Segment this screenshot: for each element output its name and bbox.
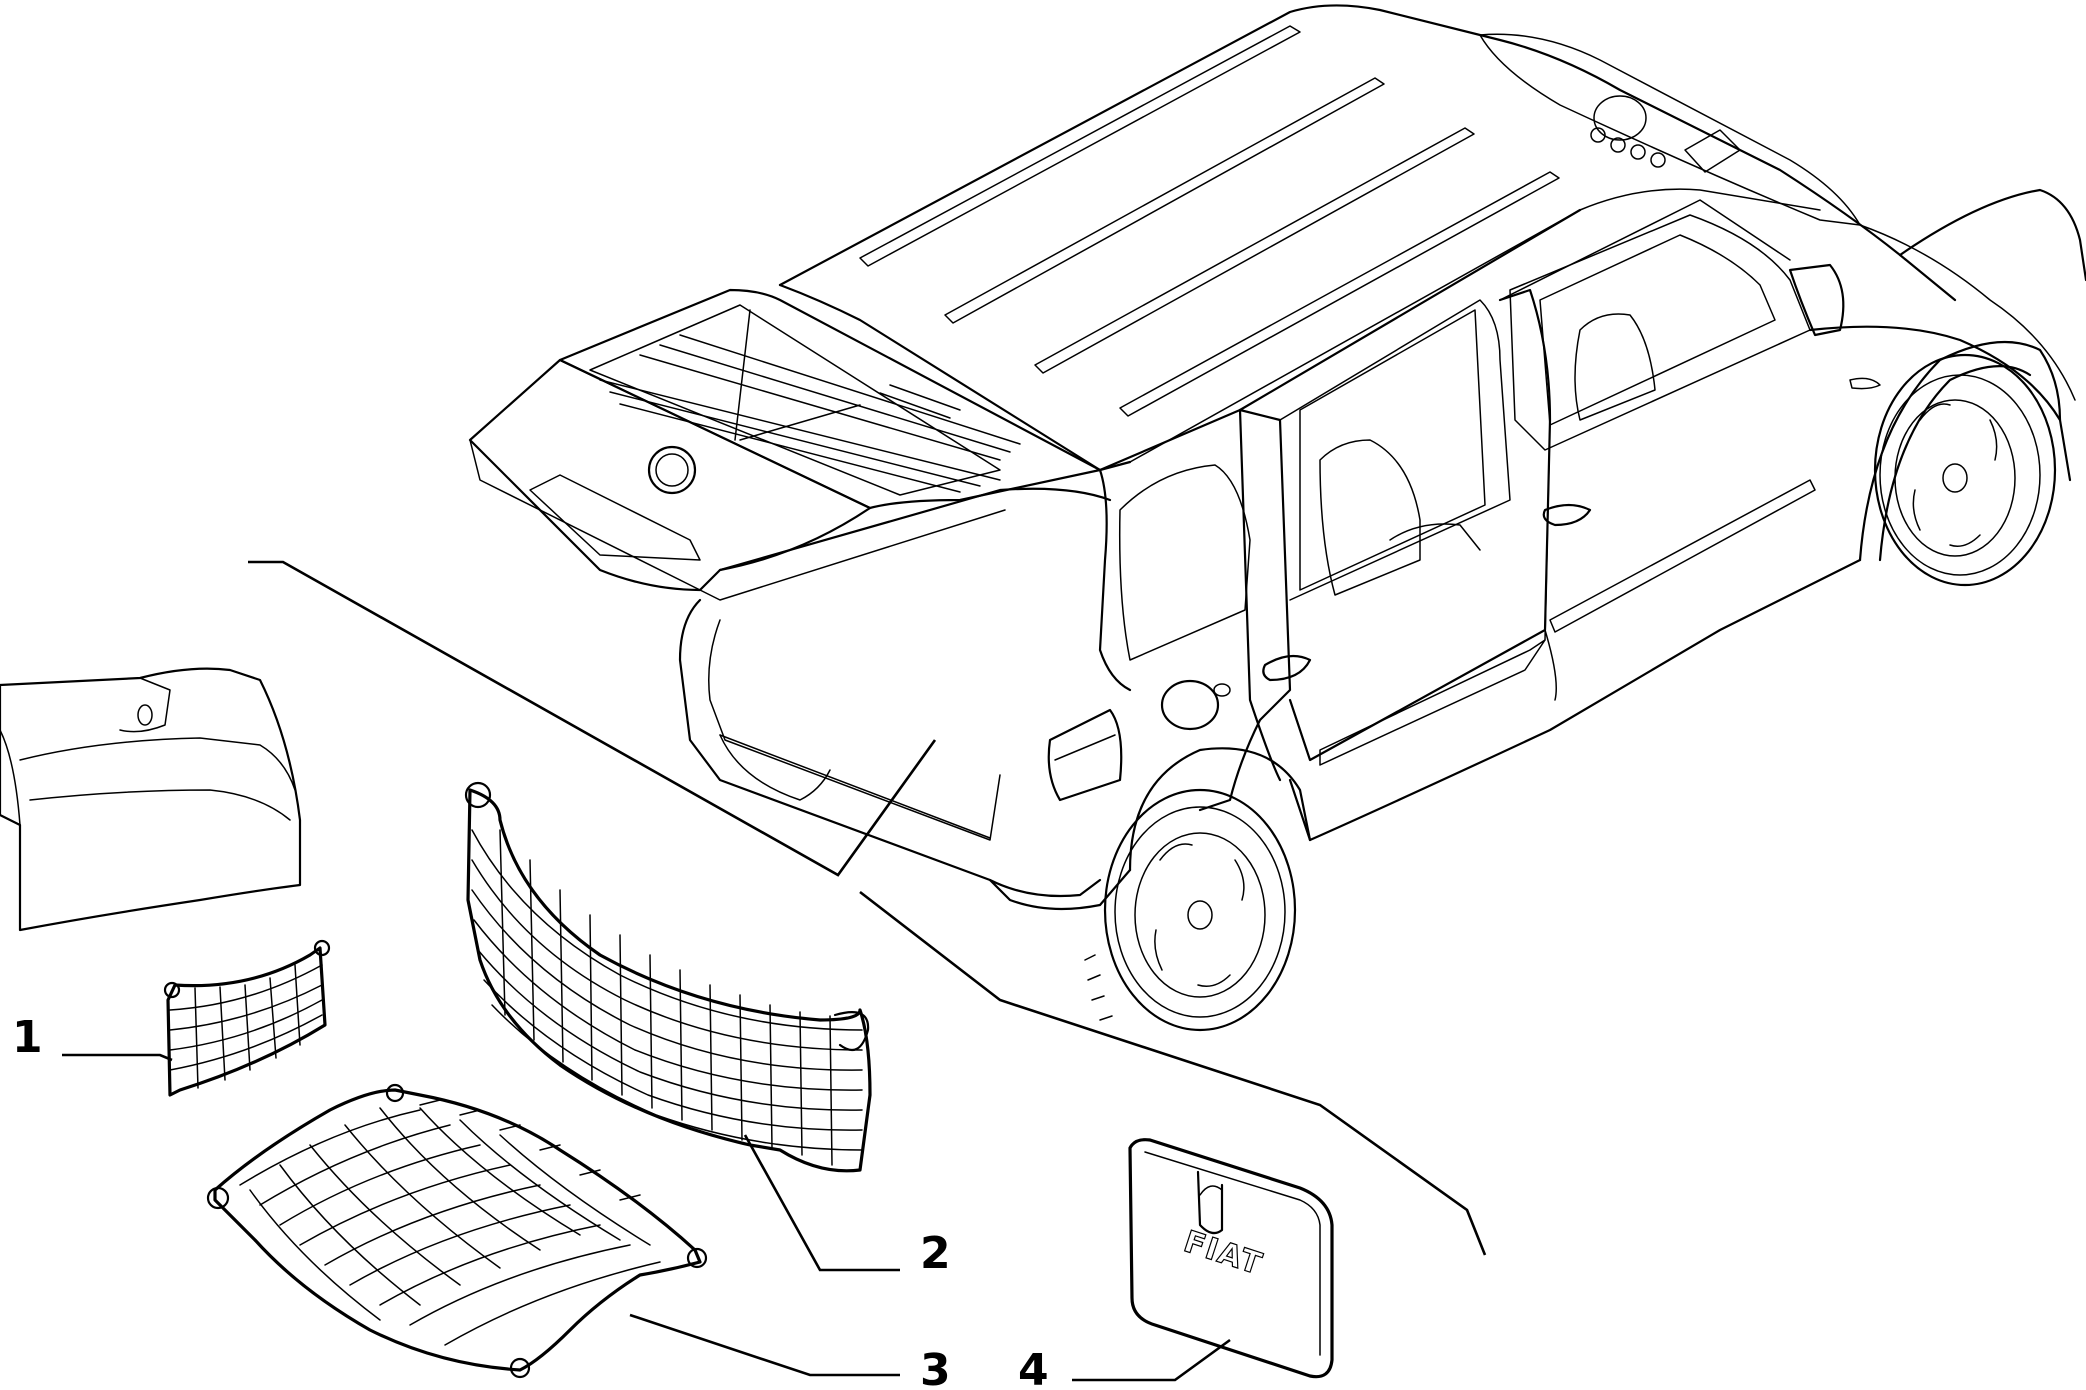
vertical-luggage-net	[464, 781, 872, 1173]
fiat-badge-icon	[647, 445, 697, 495]
callout-3: 3	[920, 1345, 951, 1390]
callout-1: 1	[12, 1012, 43, 1063]
callout-4: 4	[1018, 1345, 1049, 1390]
floor-luggage-net	[206, 1083, 708, 1379]
callout-leaders	[62, 1053, 1231, 1382]
grouping-leader-lines	[248, 560, 1487, 1256]
callout-labels: 1 2 3 4	[12, 1012, 1049, 1390]
pouch-logo-text: FIAT	[1180, 1224, 1268, 1282]
document-pouch: FIAT	[1128, 1138, 1334, 1379]
small-cargo-net	[163, 939, 331, 1097]
callout-2: 2	[920, 1228, 951, 1279]
car-illustration	[468, 4, 2086, 1032]
trunk-side-panel	[0, 667, 302, 932]
